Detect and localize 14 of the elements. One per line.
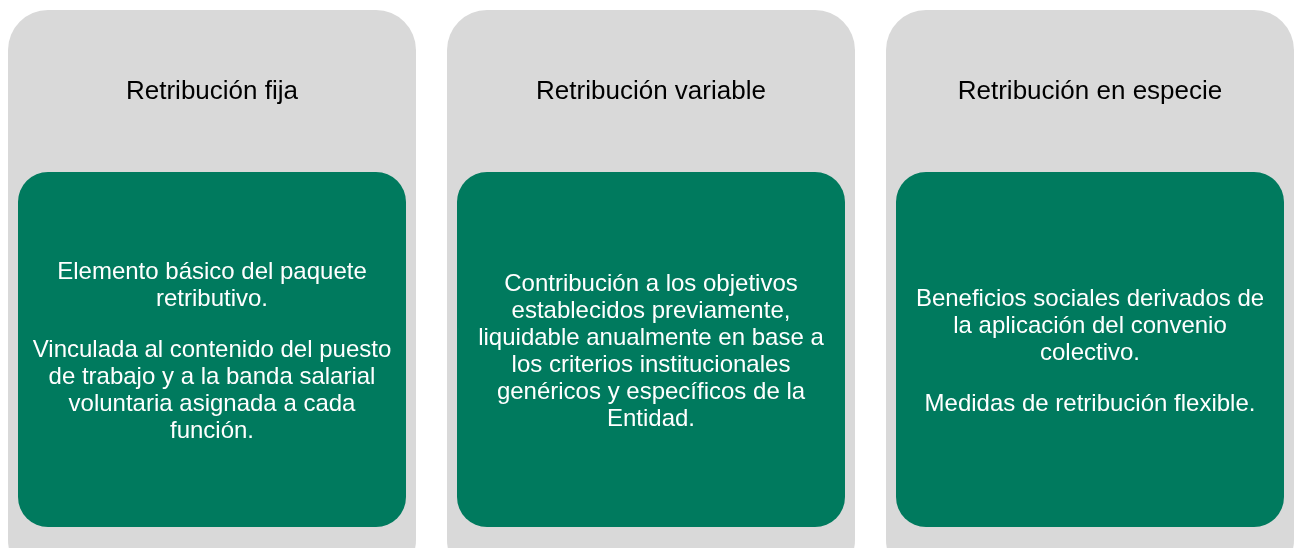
- card-heading: Retribución variable: [536, 74, 766, 107]
- description-box: [896, 172, 1284, 527]
- category-card: [8, 10, 416, 548]
- category-card: [886, 10, 1294, 548]
- card-heading: Retribución fija: [126, 74, 298, 107]
- description-text: Elemento básico del paquete retributivo.: [56, 256, 368, 311]
- description-text: Beneficios sociales derivados de la aplicación del convenio colectivo.: [914, 283, 1266, 365]
- description-text: Contribución a los objetivos establecidos previamente, liquidable anualmente en base a los criterios institucionales genéricos y específicos de la Entidad.: [477, 268, 825, 431]
- category-card: [447, 10, 855, 548]
- description-text: Medidas de retribución flexible.: [924, 388, 1256, 416]
- description-box: [18, 172, 406, 527]
- description-text: Vinculada al contenido del puesto de trabajo y a la banda salarial voluntaria asignada a cada función.: [31, 334, 393, 443]
- description-box: [457, 172, 845, 527]
- card-heading: Retribución en especie: [957, 74, 1223, 107]
